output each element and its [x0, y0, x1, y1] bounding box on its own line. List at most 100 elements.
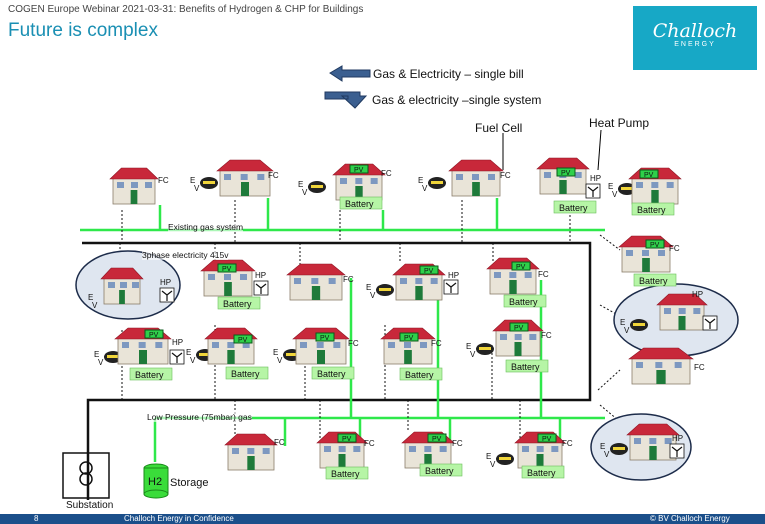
house-window — [132, 282, 139, 288]
house-window — [409, 446, 416, 452]
bent-arrow-icon — [324, 91, 368, 109]
house-window — [472, 174, 479, 180]
car-light — [286, 353, 298, 356]
house-window — [655, 362, 663, 368]
page-title: Future is complex — [8, 20, 158, 41]
house-window — [536, 446, 544, 452]
house-window — [636, 362, 643, 368]
house-door — [224, 282, 232, 296]
ev-label-v: V — [98, 358, 104, 367]
h2-label: H2 — [148, 476, 163, 488]
house-window — [494, 272, 501, 278]
pv-panel — [537, 433, 557, 443]
pv-label: PV — [149, 332, 159, 339]
ev-label-e: E — [273, 348, 278, 357]
house-window — [353, 446, 361, 452]
battery-label: Battery — [637, 205, 666, 215]
battery-label: Battery — [509, 297, 538, 307]
pv-label: PV — [342, 436, 352, 443]
house-roof — [109, 167, 159, 180]
house-window — [224, 174, 231, 180]
pv-panel — [427, 433, 447, 443]
house-window — [664, 308, 671, 314]
house-window — [338, 446, 346, 452]
house-door — [656, 370, 666, 384]
house-door — [119, 290, 125, 304]
pv-label: PV — [354, 167, 364, 174]
ev-label-e: E — [418, 176, 423, 185]
house-window — [311, 278, 319, 284]
fc-label: FC — [431, 339, 442, 348]
house-window — [324, 446, 331, 452]
house-window — [500, 334, 507, 340]
battery-label: Battery — [135, 370, 164, 380]
house-roof — [626, 423, 680, 436]
house-window — [242, 342, 250, 348]
battery-box — [553, 200, 597, 214]
fc-label: FC — [343, 275, 354, 284]
battery-box — [217, 296, 261, 310]
battery-label: Battery — [223, 299, 252, 309]
challoch-logo: Challoch ENERGY — [633, 6, 757, 70]
house-window — [370, 178, 378, 184]
battery-box — [225, 366, 269, 380]
hp-label: HP — [255, 271, 266, 280]
car-light — [479, 347, 491, 350]
house-window — [145, 182, 152, 188]
pv-label: PV — [561, 170, 571, 177]
house-roof — [628, 347, 694, 360]
pv-label: PV — [542, 436, 552, 443]
fan-blades — [671, 446, 683, 457]
house-roof — [448, 159, 504, 172]
house-window — [488, 174, 495, 180]
pv-label: PV — [516, 264, 526, 271]
battery-label: Battery — [425, 466, 454, 476]
pv-panel — [217, 263, 237, 273]
electricity-label: 3phase electricity 415v — [142, 250, 229, 260]
ev-label-v: V — [194, 184, 200, 193]
house-window — [208, 274, 215, 280]
ev-label-e: E — [600, 442, 605, 451]
house-window — [400, 278, 407, 284]
ev-label-v: V — [190, 356, 196, 365]
ev-label-e: E — [466, 342, 471, 351]
hp-label: HP — [672, 434, 683, 443]
house-door — [424, 454, 432, 468]
house-window — [355, 178, 363, 184]
house-door — [651, 190, 659, 204]
house-window — [424, 446, 432, 452]
house-window — [340, 178, 347, 184]
battery-label: Battery — [511, 362, 540, 372]
storage-label: Storage — [170, 477, 209, 489]
house-window — [300, 342, 307, 348]
house-window — [247, 448, 255, 454]
house-door — [317, 350, 325, 364]
hp-label: HP — [590, 174, 601, 183]
pv-label: PV — [424, 268, 434, 275]
house-window — [240, 174, 248, 180]
house-window — [122, 342, 129, 348]
heat-pump-label: Heat Pump — [589, 116, 650, 130]
fan-blades — [171, 352, 183, 363]
ev-label-e: E — [190, 176, 195, 185]
battery-box — [325, 466, 369, 480]
house-window — [439, 446, 447, 452]
pv-panel — [639, 169, 659, 179]
ev-label-v: V — [370, 291, 376, 300]
house-window — [131, 182, 138, 188]
pv-panel — [509, 322, 529, 332]
legend-single-bill: Gas & Electricity – single bill — [373, 67, 524, 81]
fuel-cell-label: Fuel Cell — [475, 121, 523, 135]
ev-label-v: V — [624, 326, 630, 335]
house-door — [415, 286, 423, 300]
fc-label: FC — [381, 169, 392, 178]
car-light — [107, 355, 119, 358]
house-door — [241, 182, 249, 196]
battery-box — [129, 367, 173, 381]
house-window — [328, 278, 336, 284]
house-window — [524, 272, 532, 278]
footer-copyright: © BV Challoch Energy — [650, 514, 730, 523]
hp-label: HP — [160, 278, 171, 287]
fc-label: FC — [562, 439, 573, 448]
house-window — [404, 342, 411, 348]
